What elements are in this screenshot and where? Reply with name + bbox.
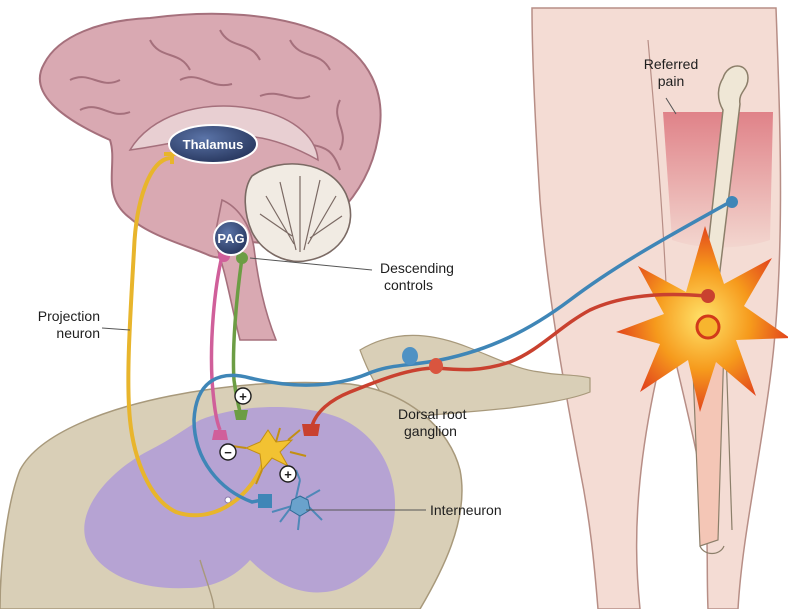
descending-controls-label: Descending controls <box>380 260 454 294</box>
sensory-red-ending <box>701 289 715 303</box>
sensory-red-ganglion <box>429 358 443 374</box>
brain-illustration <box>40 14 381 340</box>
interneuron-label: Interneuron <box>430 502 502 519</box>
excitatory-sign-top: + <box>235 388 251 404</box>
descending-pink-terminal <box>212 430 228 440</box>
sensory-red-terminal <box>302 424 320 436</box>
dorsal-root-ganglion-label: Dorsal root ganglion <box>398 406 466 440</box>
inhibitory-sign: − <box>220 444 236 460</box>
projection-neuron-leader <box>102 328 130 330</box>
svg-text:+: + <box>284 467 292 482</box>
pag-node: PAG <box>214 221 248 255</box>
excitatory-sign-interneuron: + <box>280 466 296 482</box>
sensory-blue-ganglion <box>402 347 418 365</box>
thalamus-node: Thalamus <box>169 125 257 163</box>
descending-green-terminal <box>234 410 248 420</box>
referred-pain-label: Referred pain <box>640 56 702 90</box>
svg-text:+: + <box>239 389 247 404</box>
pag-label: PAG <box>217 231 244 246</box>
sensory-blue-ending <box>726 196 738 208</box>
thalamus-label: Thalamus <box>183 137 244 152</box>
projection-neuron-label: Projection neuron <box>26 308 100 342</box>
sensory-blue-terminal <box>258 494 272 508</box>
svg-text:−: − <box>224 445 232 460</box>
cerebellum <box>245 164 350 261</box>
pain-core <box>697 316 719 338</box>
legs-illustration <box>532 8 788 609</box>
